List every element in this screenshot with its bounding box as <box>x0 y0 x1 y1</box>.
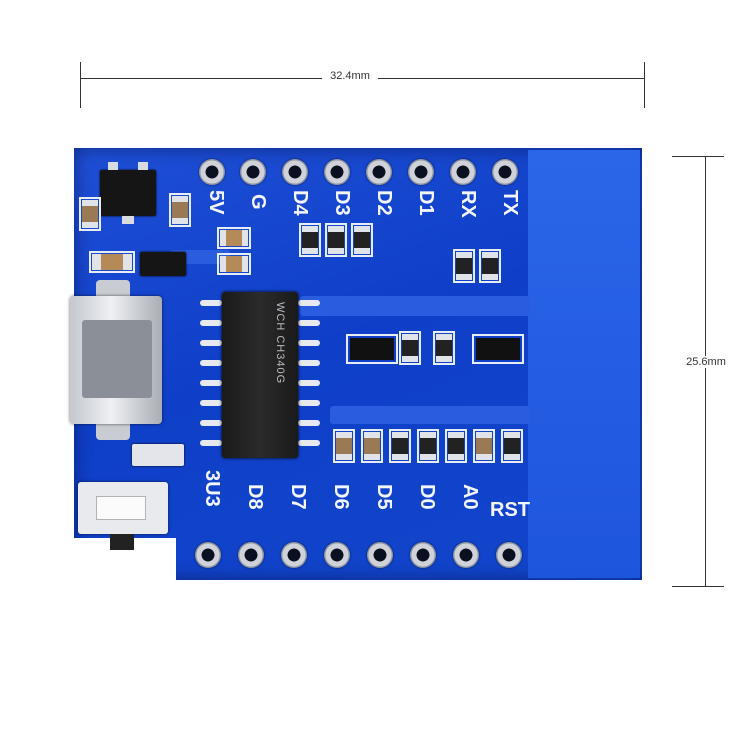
chip-model: CH340G <box>274 335 286 385</box>
chip-marking: WCH CH340G <box>226 302 286 442</box>
header-pin <box>492 159 518 185</box>
header-pin <box>238 542 264 568</box>
silk-label-pin: D4 <box>289 190 311 216</box>
diode <box>140 252 186 276</box>
resistor <box>389 429 411 463</box>
chip-lead <box>298 340 320 346</box>
width-dimension-cap-left <box>80 62 81 108</box>
resistor <box>445 429 467 463</box>
height-dimension-cap-bottom <box>672 586 724 587</box>
resistor <box>479 249 501 283</box>
header-pin <box>408 159 434 185</box>
silk-label-pin: D2 <box>373 190 395 216</box>
resistor <box>399 331 421 365</box>
header-pin <box>367 542 393 568</box>
resistor <box>325 223 347 257</box>
chip-lead <box>200 440 222 446</box>
resistor <box>501 429 523 463</box>
resistor <box>417 429 439 463</box>
header-pin <box>324 542 350 568</box>
silk-label-5v: 5V <box>205 190 227 215</box>
height-dimension-cap-top <box>672 156 724 157</box>
silk-label-pin: RST <box>490 499 530 521</box>
silk-label-pin: D5 <box>373 484 395 510</box>
capacitor <box>361 429 383 463</box>
chip-lead <box>200 400 222 406</box>
usb-serial-chip <box>222 292 298 458</box>
chip-brand: WCH <box>274 302 286 332</box>
width-dimension-label: 32.4mm <box>322 70 378 82</box>
silk-label-pin: A0 <box>459 484 481 510</box>
chip-lead <box>298 300 320 306</box>
regulator-pin <box>122 216 134 224</box>
chip-lead <box>200 340 222 346</box>
header-pin <box>240 159 266 185</box>
reset-button-stem <box>110 534 134 550</box>
chip-lead <box>200 420 222 426</box>
height-dimension-label: 25.6mm <box>672 356 740 368</box>
wifi-antenna-area <box>528 150 640 578</box>
voltage-regulator <box>100 170 156 216</box>
header-pin <box>324 159 350 185</box>
reset-button-knob <box>96 496 146 520</box>
chip-lead <box>200 360 222 366</box>
silk-label-pin: G <box>247 194 269 210</box>
resistor <box>351 223 373 257</box>
width-dimension-cap-right <box>644 62 645 108</box>
header-pin <box>496 542 522 568</box>
transistor <box>346 334 398 364</box>
silk-label-pin: D3 <box>331 190 353 216</box>
capacitor <box>169 193 191 227</box>
pcb-trace <box>300 296 530 316</box>
chip-lead <box>298 440 320 446</box>
chip-lead <box>200 380 222 386</box>
micro-usb-port <box>82 320 152 398</box>
header-pin <box>410 542 436 568</box>
header-pin <box>281 542 307 568</box>
chip-lead <box>298 420 320 426</box>
usb-mount-tab <box>96 420 130 440</box>
crystal <box>132 444 184 466</box>
capacitor <box>89 251 135 273</box>
chip-lead <box>200 320 222 326</box>
pcb-trace <box>330 406 530 424</box>
usb-mount-tab <box>96 280 130 300</box>
silk-label-pin: D8 <box>244 484 266 510</box>
header-pin <box>199 159 225 185</box>
header-pin <box>450 159 476 185</box>
header-pin <box>366 159 392 185</box>
capacitor <box>79 197 101 231</box>
capacitor <box>473 429 495 463</box>
silk-label-pin: D0 <box>416 484 438 510</box>
height-dimension-line <box>705 156 706 586</box>
header-pin <box>282 159 308 185</box>
silk-label-pin: 3U3 <box>201 470 223 507</box>
regulator-pin <box>108 162 118 170</box>
chip-lead <box>200 300 222 306</box>
capacitor <box>217 253 251 275</box>
regulator-pin <box>138 162 148 170</box>
header-pin <box>453 542 479 568</box>
chip-lead <box>298 400 320 406</box>
resistor <box>299 223 321 257</box>
chip-lead <box>298 360 320 366</box>
capacitor <box>333 429 355 463</box>
silk-label-pin: D7 <box>287 484 309 510</box>
chip-lead <box>298 320 320 326</box>
resistor <box>433 331 455 365</box>
transistor <box>472 334 524 364</box>
silk-label-pin: RX <box>457 190 479 218</box>
silk-label-pin: TX <box>499 190 521 216</box>
header-pin <box>195 542 221 568</box>
chip-lead <box>298 380 320 386</box>
silk-label-pin: D1 <box>415 190 437 216</box>
silk-label-pin: D6 <box>330 484 352 510</box>
resistor <box>453 249 475 283</box>
capacitor <box>217 227 251 249</box>
